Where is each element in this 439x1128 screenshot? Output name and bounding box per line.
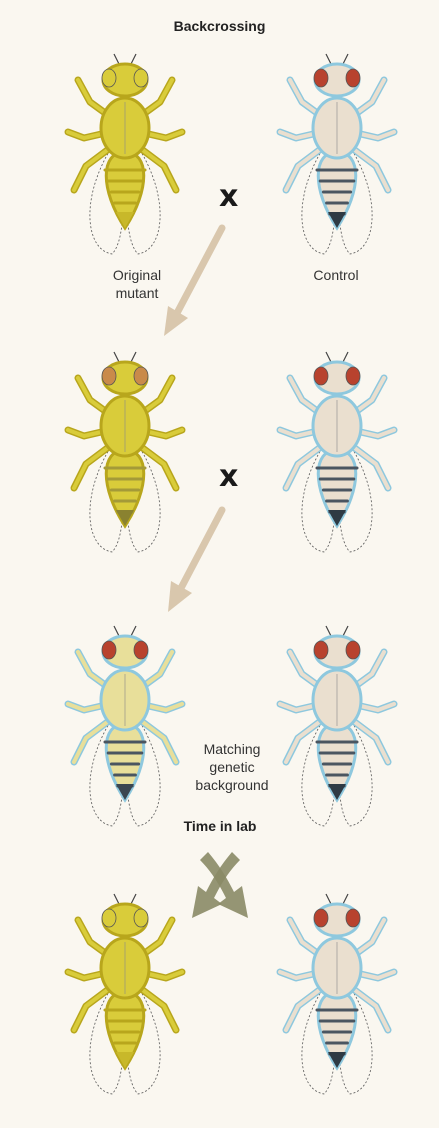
original-mutant-fly — [50, 40, 200, 265]
backcrossed-mutant-fly — [50, 612, 200, 837]
lab-evolved-mutant-fly — [50, 880, 200, 1105]
original-mutant-label: Original mutant — [92, 266, 182, 302]
control-label: Control — [296, 266, 376, 284]
second-control-fly — [262, 338, 412, 563]
cross-symbol-2: x — [219, 462, 238, 492]
cross-symbol-1: x — [219, 182, 238, 212]
backcross-offspring-fly — [50, 338, 200, 563]
lab-evolved-control-fly — [262, 880, 412, 1105]
control-fly — [262, 40, 412, 265]
matched-control-fly — [262, 612, 412, 837]
